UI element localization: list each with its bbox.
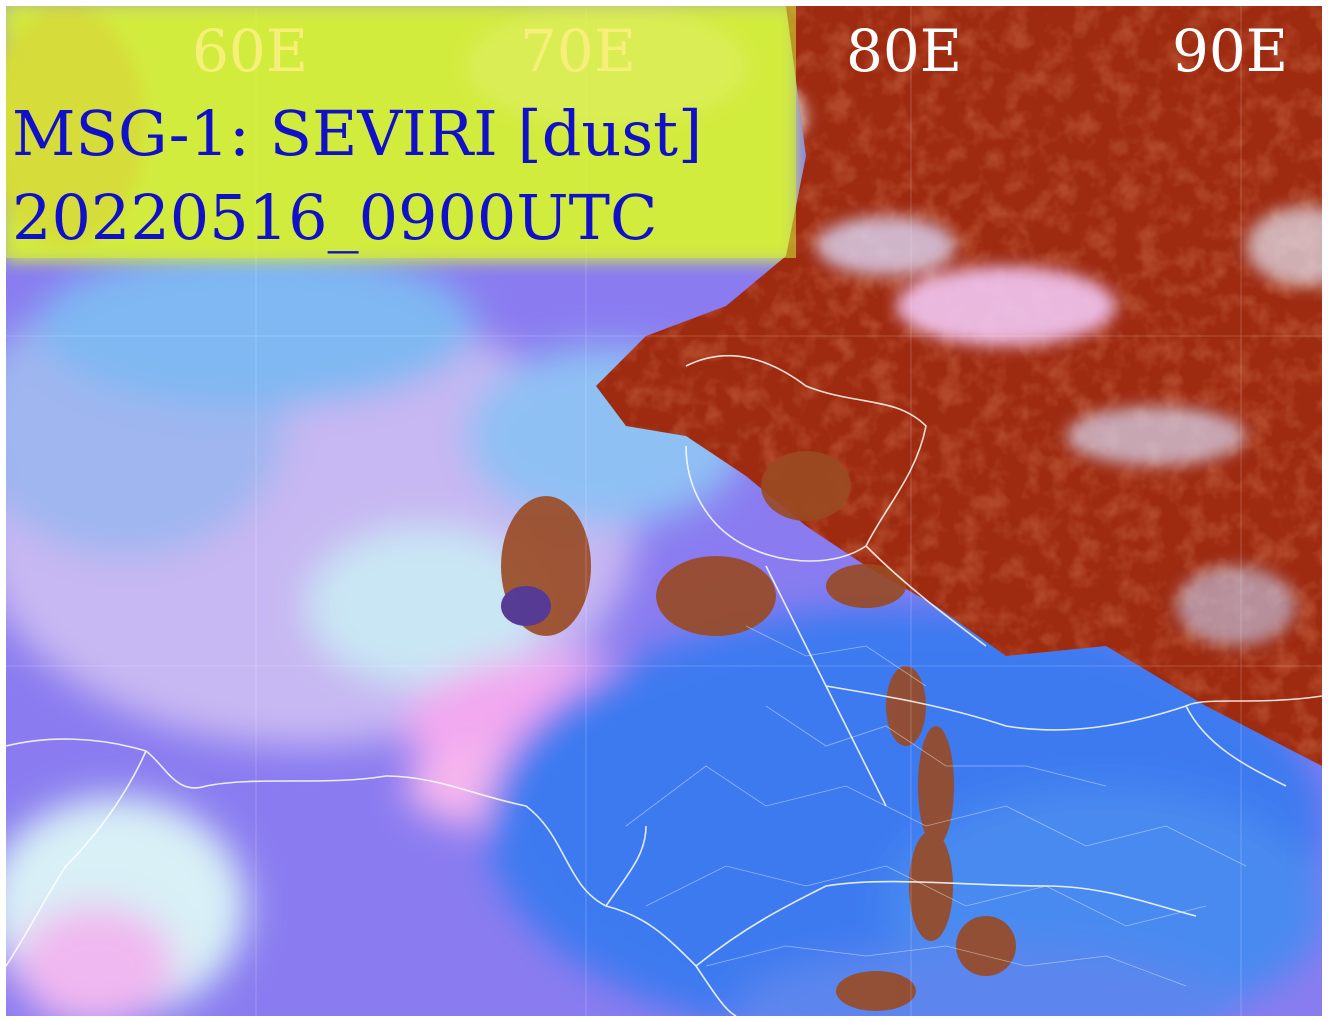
longitude-label-80e: 80E: [846, 17, 963, 85]
title-box: [6, 6, 796, 258]
longitude-label-90e: 90E: [1172, 17, 1289, 85]
coastlines-and-boundaries: [6, 354, 1322, 1016]
convective-clouds: [501, 451, 1016, 1011]
graticule: [6, 6, 1322, 1016]
map-timestamp: 20220516_0900UTC: [12, 181, 658, 254]
satellite-image: 60E 70E 80E 90E MSG-1: SEVIRI [dust] 202…: [6, 6, 1322, 1016]
longitude-label-70e: 70E: [520, 17, 637, 85]
map-title: MSG-1: SEVIRI [dust]: [12, 97, 703, 170]
longitude-label-60e: 60E: [192, 17, 309, 85]
